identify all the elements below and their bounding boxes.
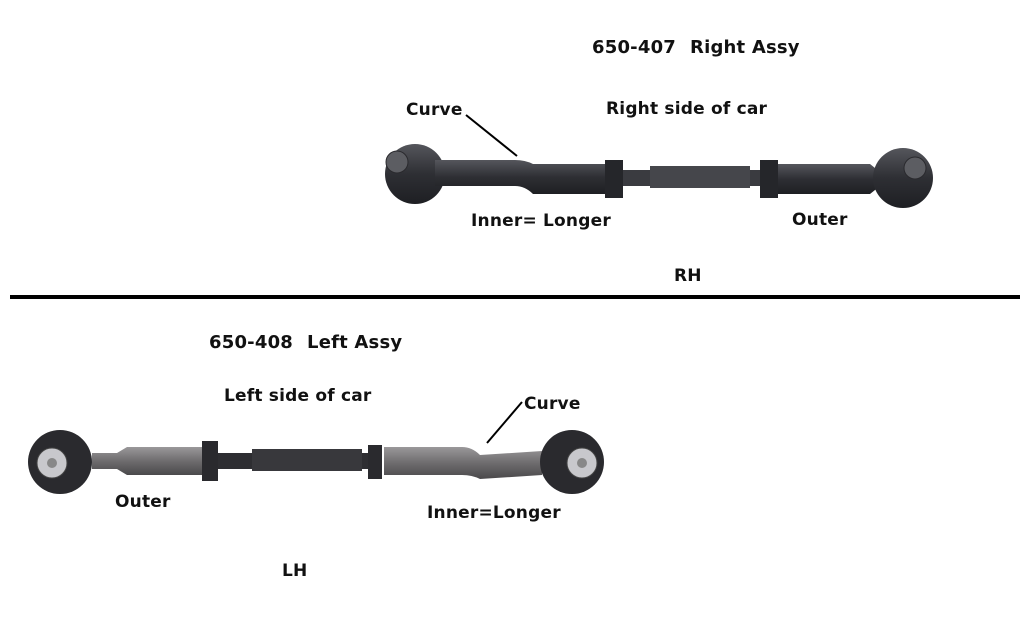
- right-outer-label: Outer: [792, 210, 848, 230]
- left-assy-name: Left Assy: [307, 332, 403, 353]
- left-curve-callout: Curve: [524, 394, 581, 414]
- left-outer-jam-nut: [202, 441, 218, 481]
- right-part-number: 650-407: [592, 37, 677, 58]
- left-inner-curved-arm: [384, 447, 542, 479]
- lh-tag: LH: [282, 561, 308, 581]
- right-outer-housing: [778, 164, 880, 194]
- left-adjuster-sleeve: [252, 449, 362, 471]
- left-part-number: 650-408: [209, 332, 294, 353]
- left-outer-stud: [47, 458, 57, 468]
- right-inner-label: Inner= Longer: [471, 211, 611, 231]
- right-outer-stud-nut: [903, 156, 927, 180]
- right-outer-ball-joint: [873, 148, 933, 208]
- right-inner-curved-arm: [435, 160, 605, 194]
- right-curve-callout: Curve: [406, 100, 463, 120]
- left-inner-jam-nut: [368, 445, 382, 479]
- left-side-label: Left side of car: [224, 386, 372, 406]
- right-side-label: Right side of car: [606, 99, 768, 119]
- left-inner-label: Inner=Longer: [427, 503, 561, 523]
- right-assy-title: 650-407 Right Assy: [592, 37, 800, 58]
- right-assy-name: Right Assy: [690, 37, 800, 58]
- right-adjuster-sleeve: [650, 166, 750, 188]
- right-inner-stud-nut: [385, 150, 409, 174]
- right-tie-rod-image: [385, 144, 933, 208]
- right-inner-jam-nut: [605, 160, 623, 198]
- left-outer-label: Outer: [115, 492, 171, 512]
- left-assy-title: 650-408 Left Assy: [209, 332, 402, 353]
- right-outer-jam-nut: [760, 160, 778, 198]
- left-tie-rod-image: [28, 430, 604, 494]
- rh-tag: RH: [674, 266, 702, 286]
- section-divider: [10, 295, 1020, 299]
- left-inner-stud: [577, 458, 587, 468]
- left-outer-housing: [92, 447, 202, 475]
